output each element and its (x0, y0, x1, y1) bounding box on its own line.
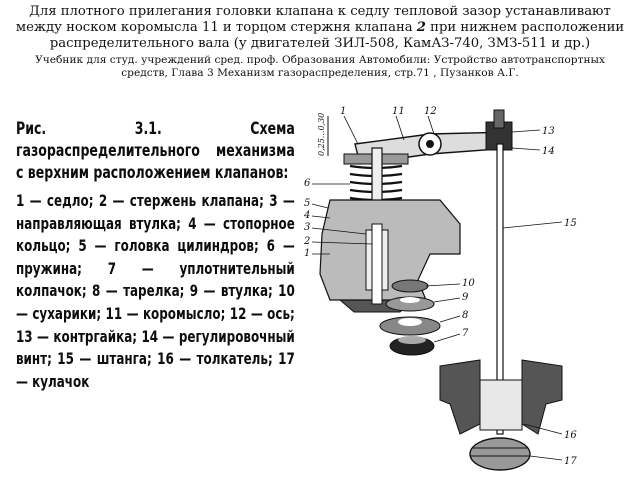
part-label-15: 15 (564, 218, 577, 229)
part-label-1: 1 (340, 106, 346, 117)
part-label-13: 13 (542, 126, 555, 137)
question-text-part: Для плотного прилегания головки клапана … (15, 4, 611, 35)
camshaft-cam (469, 437, 531, 471)
part-label-9: 9 (462, 292, 469, 303)
caption-legend: 1 — седло; 2 — стержень клапана; 3 — нап… (16, 191, 295, 391)
part-label-10: 10 (462, 278, 475, 289)
part-label-11: 11 (392, 106, 405, 117)
question-text: Для плотного прилегания головки клапана … (6, 4, 634, 52)
part-label-16: 16 (564, 430, 577, 441)
part-label-6: 6 (304, 178, 311, 189)
push-rod (496, 143, 504, 435)
question-text-part: при нижнем расположении распределительно… (49, 20, 625, 51)
clearance-dimension-label: 0,25...0,30 (317, 113, 326, 156)
question-highlight: 2 (416, 20, 426, 35)
part-label-8: 8 (462, 310, 468, 321)
part-label-14: 14 (542, 146, 555, 157)
slide-header: Для плотного прилегания головки клапана … (0, 4, 640, 80)
leader-lines (311, 115, 563, 461)
part-label-2: 2 (303, 236, 310, 247)
part-label-17: 17 (564, 456, 577, 467)
cylinder-head (319, 199, 461, 305)
part-label-12: 12 (424, 106, 437, 117)
exploded-parts (379, 279, 441, 356)
source-citation: Учебник для студ. учреждений сред. проф.… (35, 54, 605, 79)
tappet-block (439, 359, 563, 435)
valve-mechanism-diagram: 0,25...0,30 (300, 104, 640, 480)
clearance-dimension: 0,25...0,30 (317, 113, 329, 156)
valve-mechanism-drawing: 0,25...0,30 (303, 106, 577, 471)
part-label-5: 5 (304, 198, 310, 209)
part-label-3: 3 (304, 222, 310, 233)
figure-caption: Рис. 3.1. Схема газораспределительного м… (16, 118, 298, 480)
caption-title: Рис. 3.1. Схема газораспределительного м… (16, 119, 295, 183)
part-label-1: 1 (304, 248, 310, 259)
part-label-7: 7 (462, 328, 469, 339)
part-label-4: 4 (303, 210, 310, 221)
